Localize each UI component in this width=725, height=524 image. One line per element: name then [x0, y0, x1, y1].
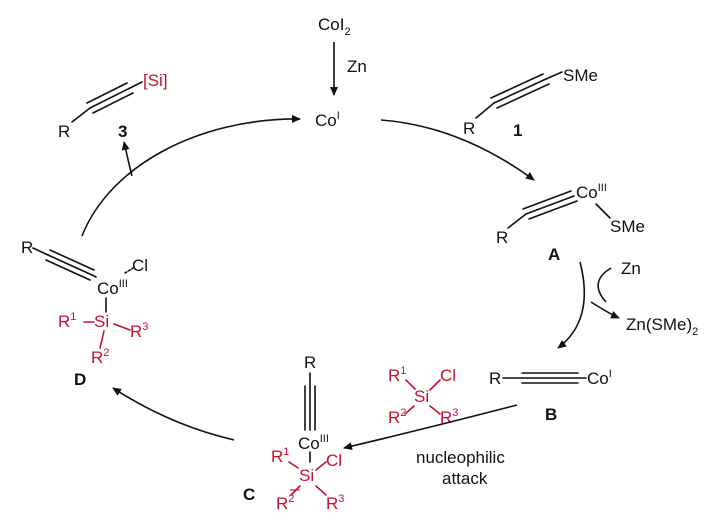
- intermediate-c: R CoIII R1 Si – Cl R2 R3 C: [243, 353, 344, 513]
- intermediate-b: R CoI B: [489, 368, 612, 424]
- intC-si: Si: [299, 466, 314, 485]
- intD-r1: R1: [58, 311, 76, 331]
- silane-reagent: R1 Si Cl R2 R3: [388, 365, 458, 427]
- intA-metal: CoIII: [576, 182, 607, 202]
- substrate-1: R SMe 1: [463, 66, 598, 140]
- intD-r3: R3: [130, 321, 148, 341]
- intD-r: R: [21, 238, 33, 257]
- d-to-catalyst-arrow: [81, 114, 301, 237]
- intC-charge: –: [290, 479, 300, 498]
- zn-in-arrow: [597, 267, 612, 303]
- catalyst-to-a-arrow: [380, 119, 535, 181]
- catalyst-co-i: CoI: [315, 110, 340, 130]
- intC-metal: CoIII: [298, 433, 329, 453]
- substrate-number: 1: [513, 121, 522, 140]
- intC-r2: R2: [276, 493, 294, 513]
- step-bc-line1: nucleophilic: [416, 448, 505, 467]
- silane-r2: R2: [388, 407, 406, 427]
- intC-r: R: [304, 353, 316, 372]
- intA-ligand: SMe: [610, 217, 645, 236]
- intD-cl: Cl: [132, 256, 148, 275]
- byproduct-out-arrow: [590, 301, 620, 319]
- substrate-group: SMe: [563, 66, 598, 85]
- intB-metal: CoI: [587, 368, 612, 388]
- step-ab-reagent: Zn: [621, 259, 641, 278]
- intD-metal: CoIII: [97, 278, 128, 298]
- catalyst-formula: CoI: [315, 110, 340, 130]
- silane-r1: R1: [388, 365, 406, 385]
- nucleophilic-attack-arrow: [343, 404, 518, 451]
- product-3: R [Si] 3: [58, 71, 168, 141]
- precursor-formula: CoI2: [318, 15, 351, 38]
- intC-r1: R1: [271, 446, 289, 466]
- intA-r: R: [496, 228, 508, 247]
- step-ab-byproduct: Zn(SMe)2: [626, 315, 698, 338]
- step-bc-line2: attack: [442, 469, 488, 488]
- silane-si: Si: [414, 387, 429, 406]
- intD-r2: R2: [91, 347, 109, 367]
- silane-cl: Cl: [440, 366, 456, 385]
- intB-r: R: [489, 369, 501, 388]
- product-release-arrow: [121, 141, 133, 177]
- substrate-r: R: [463, 119, 475, 138]
- product-number: 3: [118, 122, 127, 141]
- intermediate-a: R CoIII SMe A: [496, 182, 645, 264]
- c-to-d-arrow: [112, 387, 235, 441]
- reductant-label: Zn: [347, 57, 367, 76]
- intB-label: B: [545, 405, 557, 424]
- product-silyl-group: [Si]: [143, 71, 168, 90]
- intermediate-d: R CoIII Cl Si R1 R3 R2 D: [21, 238, 148, 389]
- cobalt-precursor: CoI2: [318, 15, 351, 38]
- intC-r3: R3: [326, 493, 344, 513]
- a-to-b-arrow: [557, 261, 586, 349]
- intD-label: D: [74, 370, 86, 389]
- product-r: R: [58, 122, 70, 141]
- intD-si: Si: [94, 312, 109, 331]
- intC-cl: Cl: [326, 451, 342, 470]
- intC-label: C: [243, 485, 255, 504]
- intA-label: A: [548, 245, 560, 264]
